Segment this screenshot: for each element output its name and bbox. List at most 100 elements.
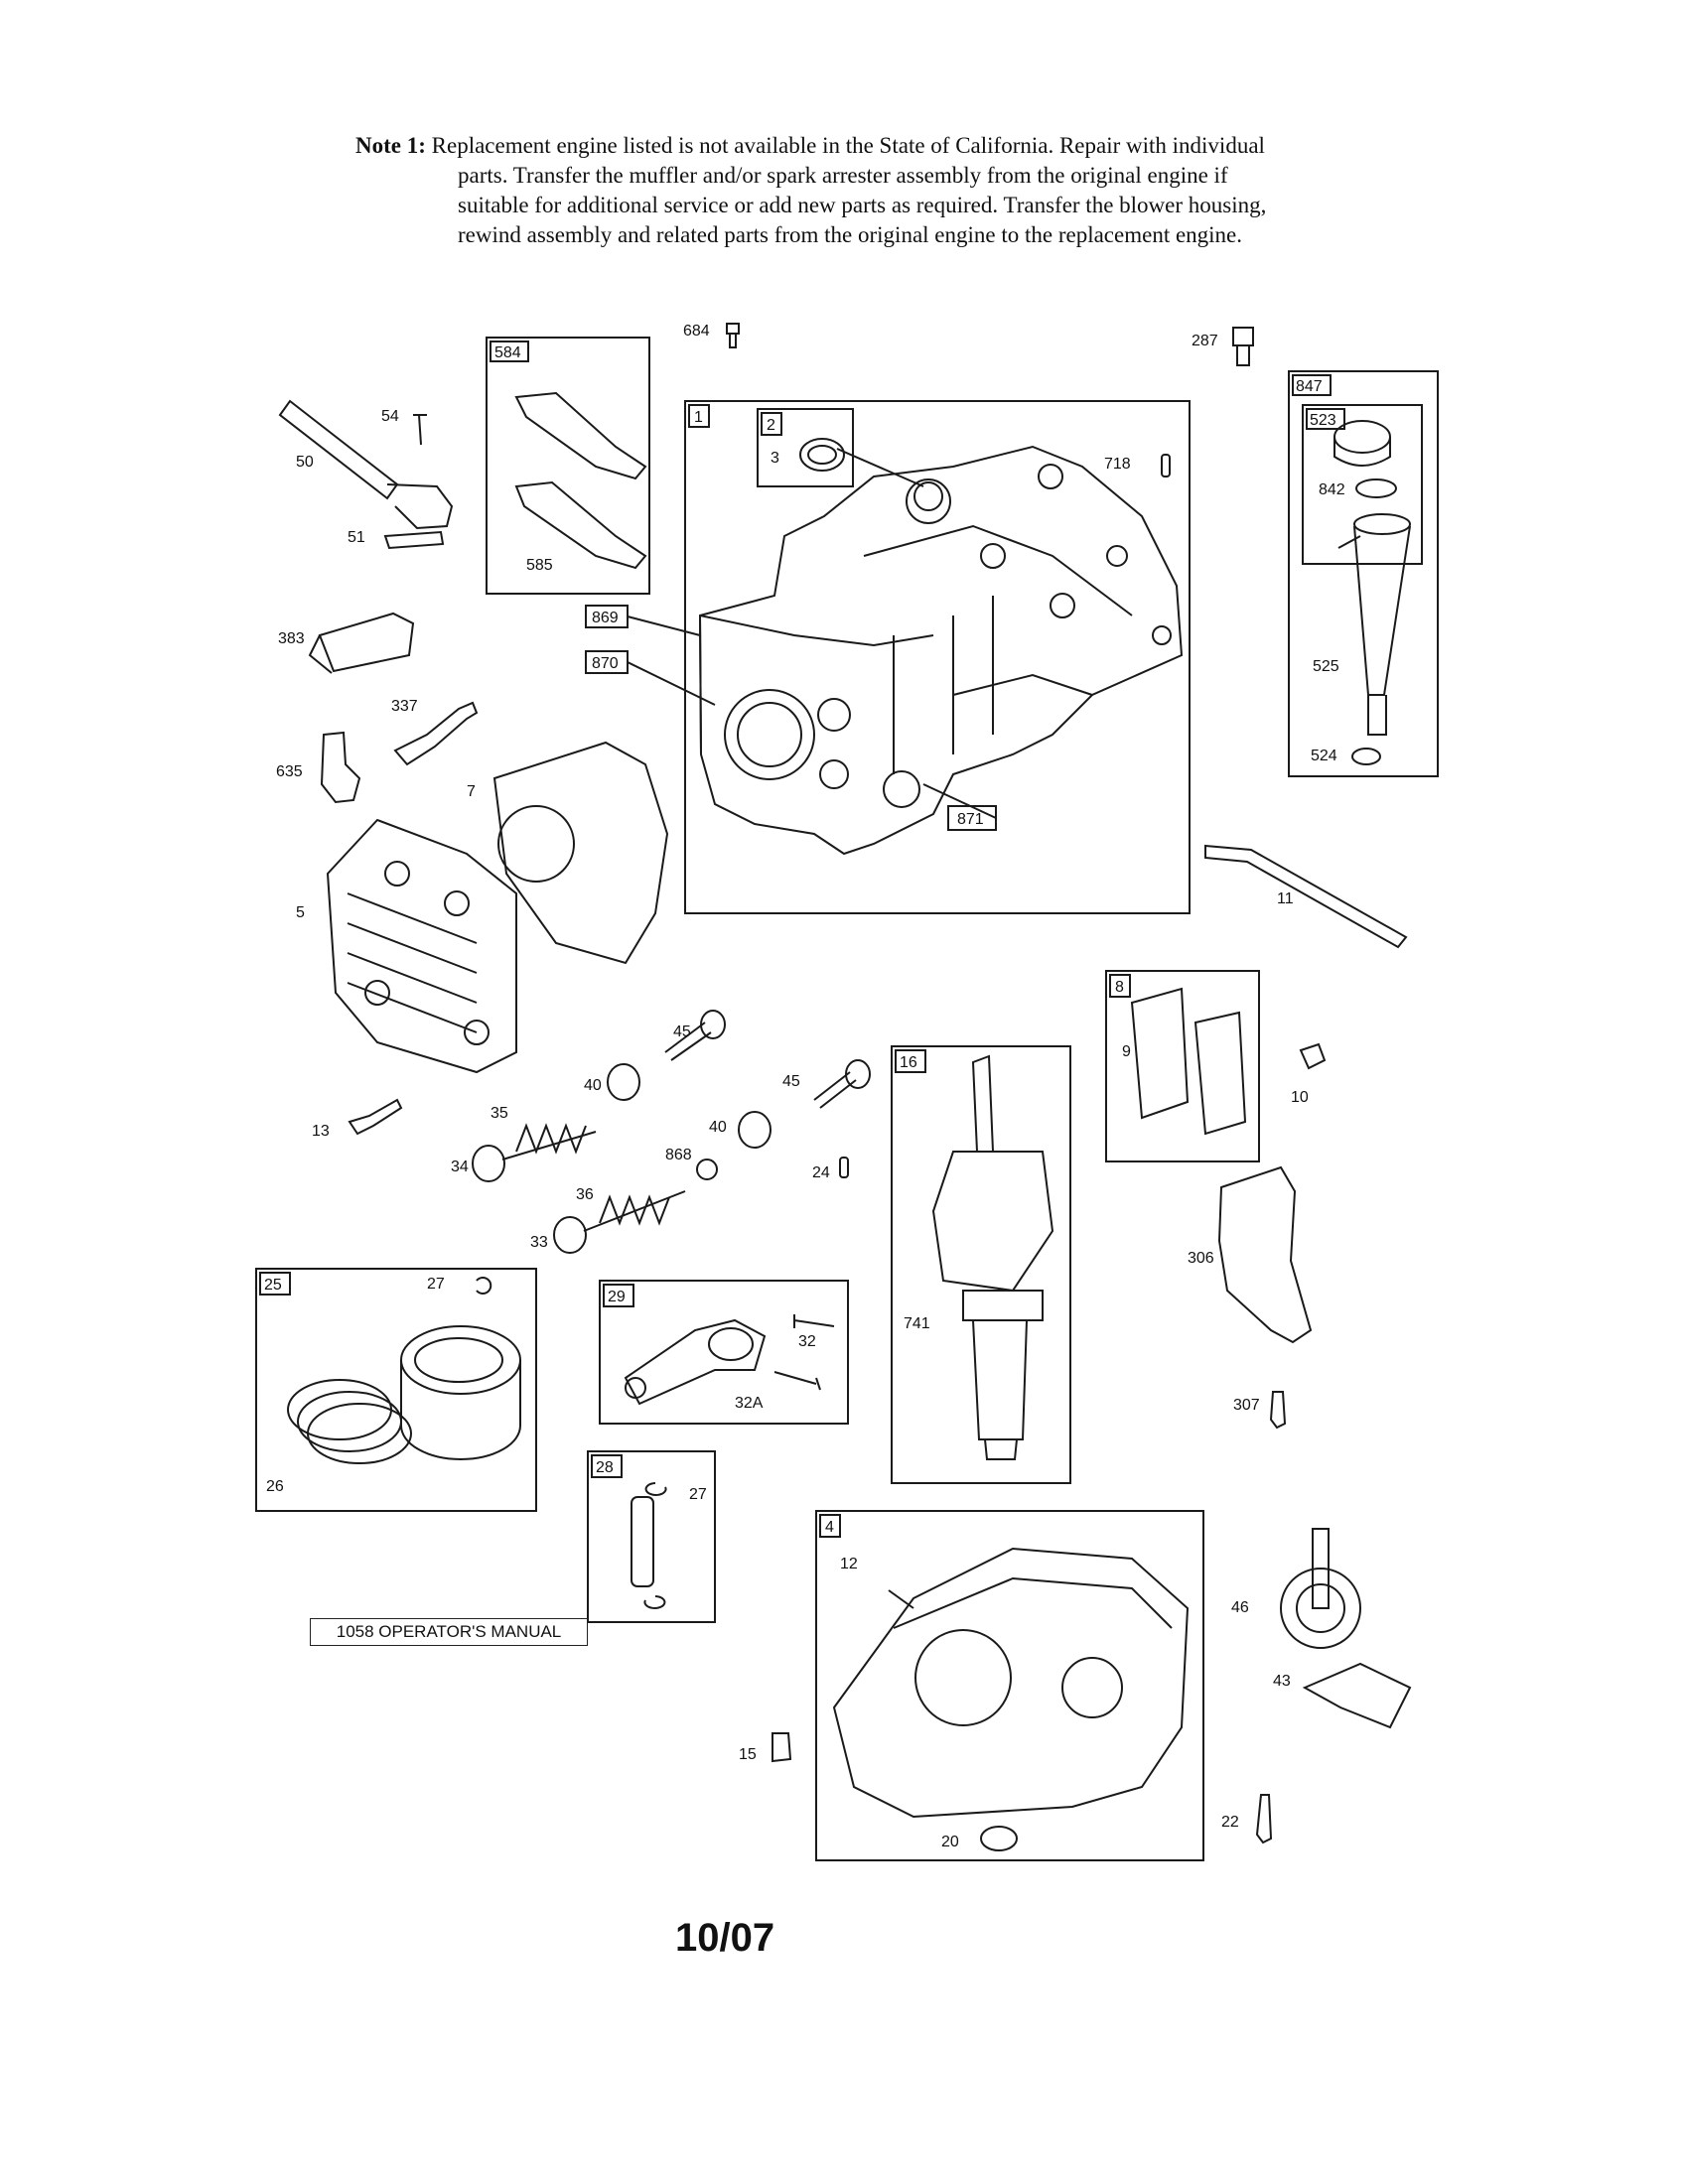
label-306: 306 bbox=[1188, 1250, 1214, 1267]
box-4 bbox=[815, 1510, 1204, 1861]
box-869-label: 869 bbox=[592, 610, 619, 626]
note-label: Note 1: bbox=[355, 133, 426, 158]
part-labels: 684 287 54 50 51 585 3 718 842 525 524 3… bbox=[266, 323, 1345, 1850]
retainer-40b bbox=[738, 1111, 772, 1149]
label-36: 36 bbox=[576, 1186, 594, 1203]
breather-tube-50 bbox=[278, 399, 454, 550]
seal-ring-3 bbox=[799, 438, 845, 472]
bolt-307 bbox=[1269, 1391, 1287, 1430]
date-code: 10/07 bbox=[675, 1916, 775, 1960]
label-24: 24 bbox=[812, 1164, 830, 1181]
note-1: Note 1: Replacement engine listed is not… bbox=[355, 131, 1408, 250]
label-718: 718 bbox=[1104, 456, 1131, 473]
dipstick-tube-525 bbox=[1333, 420, 1411, 765]
box-523 bbox=[1302, 404, 1423, 565]
box-4-label: 4 bbox=[825, 1519, 834, 1536]
label-11: 11 bbox=[1277, 890, 1294, 907]
box-8 bbox=[1105, 970, 1260, 1162]
box-2 bbox=[757, 408, 854, 487]
note-line-3: suitable for additional service or add n… bbox=[458, 193, 1267, 217]
label-45b: 45 bbox=[782, 1073, 800, 1090]
label-13: 13 bbox=[312, 1123, 330, 1140]
dowel-pin-718 bbox=[1161, 454, 1171, 478]
rocker-45b bbox=[813, 1071, 857, 1109]
cylinder-head-5 bbox=[326, 818, 517, 1074]
label-7: 7 bbox=[467, 783, 476, 800]
label-525: 525 bbox=[1313, 658, 1339, 675]
label-585: 585 bbox=[526, 557, 553, 574]
piston-25 bbox=[287, 1277, 521, 1464]
box-2-label: 2 bbox=[767, 417, 775, 434]
pin-24 bbox=[839, 1157, 849, 1178]
crankshaft-741 bbox=[931, 1054, 1054, 1460]
label-5: 5 bbox=[296, 904, 305, 921]
cover-8 bbox=[1193, 1011, 1247, 1136]
label-20: 20 bbox=[941, 1834, 959, 1850]
ignition-383 bbox=[308, 612, 415, 674]
box-28 bbox=[587, 1450, 716, 1623]
engine-block bbox=[627, 445, 1184, 856]
o-ring-524 bbox=[1351, 748, 1381, 765]
bolt-287 bbox=[1232, 327, 1254, 366]
piston-rings-26 bbox=[287, 1379, 392, 1440]
label-10: 10 bbox=[1291, 1089, 1309, 1106]
retaining-ring-27b bbox=[644, 1482, 667, 1496]
retainer-40a bbox=[607, 1063, 640, 1101]
label-34: 34 bbox=[451, 1159, 469, 1175]
head-gasket-7 bbox=[492, 741, 669, 965]
spark-plug-337 bbox=[393, 701, 479, 766]
rod-bolt-32 bbox=[793, 1314, 835, 1328]
retaining-ring-27a bbox=[476, 1277, 492, 1295]
label-32: 32 bbox=[798, 1333, 816, 1350]
box-16 bbox=[891, 1045, 1071, 1484]
sump-4 bbox=[832, 1547, 1190, 1851]
gasket-584 bbox=[514, 391, 647, 480]
connecting-rod-29 bbox=[624, 1314, 835, 1406]
label-35: 35 bbox=[491, 1105, 508, 1122]
label-684: 684 bbox=[683, 323, 710, 340]
label-40a: 40 bbox=[584, 1077, 602, 1094]
valve-spring-35 bbox=[515, 1123, 587, 1155]
gasket-585 bbox=[514, 480, 647, 570]
operators-manual-box: 1058 OPERATOR'S MANUAL bbox=[310, 1618, 588, 1646]
label-635: 635 bbox=[276, 763, 303, 780]
note-text-1: Replacement engine listed is not availab… bbox=[431, 133, 1265, 158]
gasket-51 bbox=[383, 530, 445, 550]
shield-306 bbox=[1217, 1165, 1313, 1344]
box-29 bbox=[599, 1280, 849, 1425]
label-741: 741 bbox=[904, 1315, 930, 1332]
label-3: 3 bbox=[771, 450, 779, 467]
plug-15 bbox=[772, 1732, 792, 1763]
label-22: 22 bbox=[1221, 1814, 1239, 1831]
label-307: 307 bbox=[1233, 1397, 1260, 1414]
box-16-label: 16 bbox=[900, 1054, 917, 1071]
note-line-4: rewind assembly and related parts from t… bbox=[458, 222, 1243, 247]
label-54: 54 bbox=[381, 408, 399, 425]
governor-gear-46 bbox=[1280, 1528, 1361, 1649]
box-523-label: 523 bbox=[1310, 412, 1336, 429]
bolt-684 bbox=[726, 323, 740, 348]
seal-868 bbox=[696, 1159, 718, 1180]
valve-spring-36 bbox=[599, 1194, 670, 1226]
label-43: 43 bbox=[1273, 1673, 1291, 1690]
rocker-45a bbox=[664, 1022, 712, 1061]
box-29-label: 29 bbox=[608, 1289, 626, 1305]
label-33: 33 bbox=[530, 1234, 548, 1251]
box-8-label: 8 bbox=[1115, 979, 1124, 996]
label-383: 383 bbox=[278, 630, 305, 647]
box-25 bbox=[255, 1268, 537, 1512]
box-1 bbox=[684, 400, 1191, 914]
label-27a: 27 bbox=[427, 1276, 445, 1293]
label-26: 26 bbox=[266, 1478, 284, 1495]
bolt-10 bbox=[1299, 1042, 1327, 1070]
label-12: 12 bbox=[840, 1556, 858, 1572]
box-847 bbox=[1288, 370, 1439, 777]
box-25-label: 25 bbox=[264, 1277, 282, 1294]
label-50: 50 bbox=[296, 454, 314, 471]
box-584 bbox=[486, 337, 650, 595]
label-32a: 32A bbox=[735, 1395, 764, 1412]
label-868: 868 bbox=[665, 1147, 692, 1163]
label-27b: 27 bbox=[689, 1486, 707, 1503]
box-871-label: 871 bbox=[957, 811, 984, 828]
